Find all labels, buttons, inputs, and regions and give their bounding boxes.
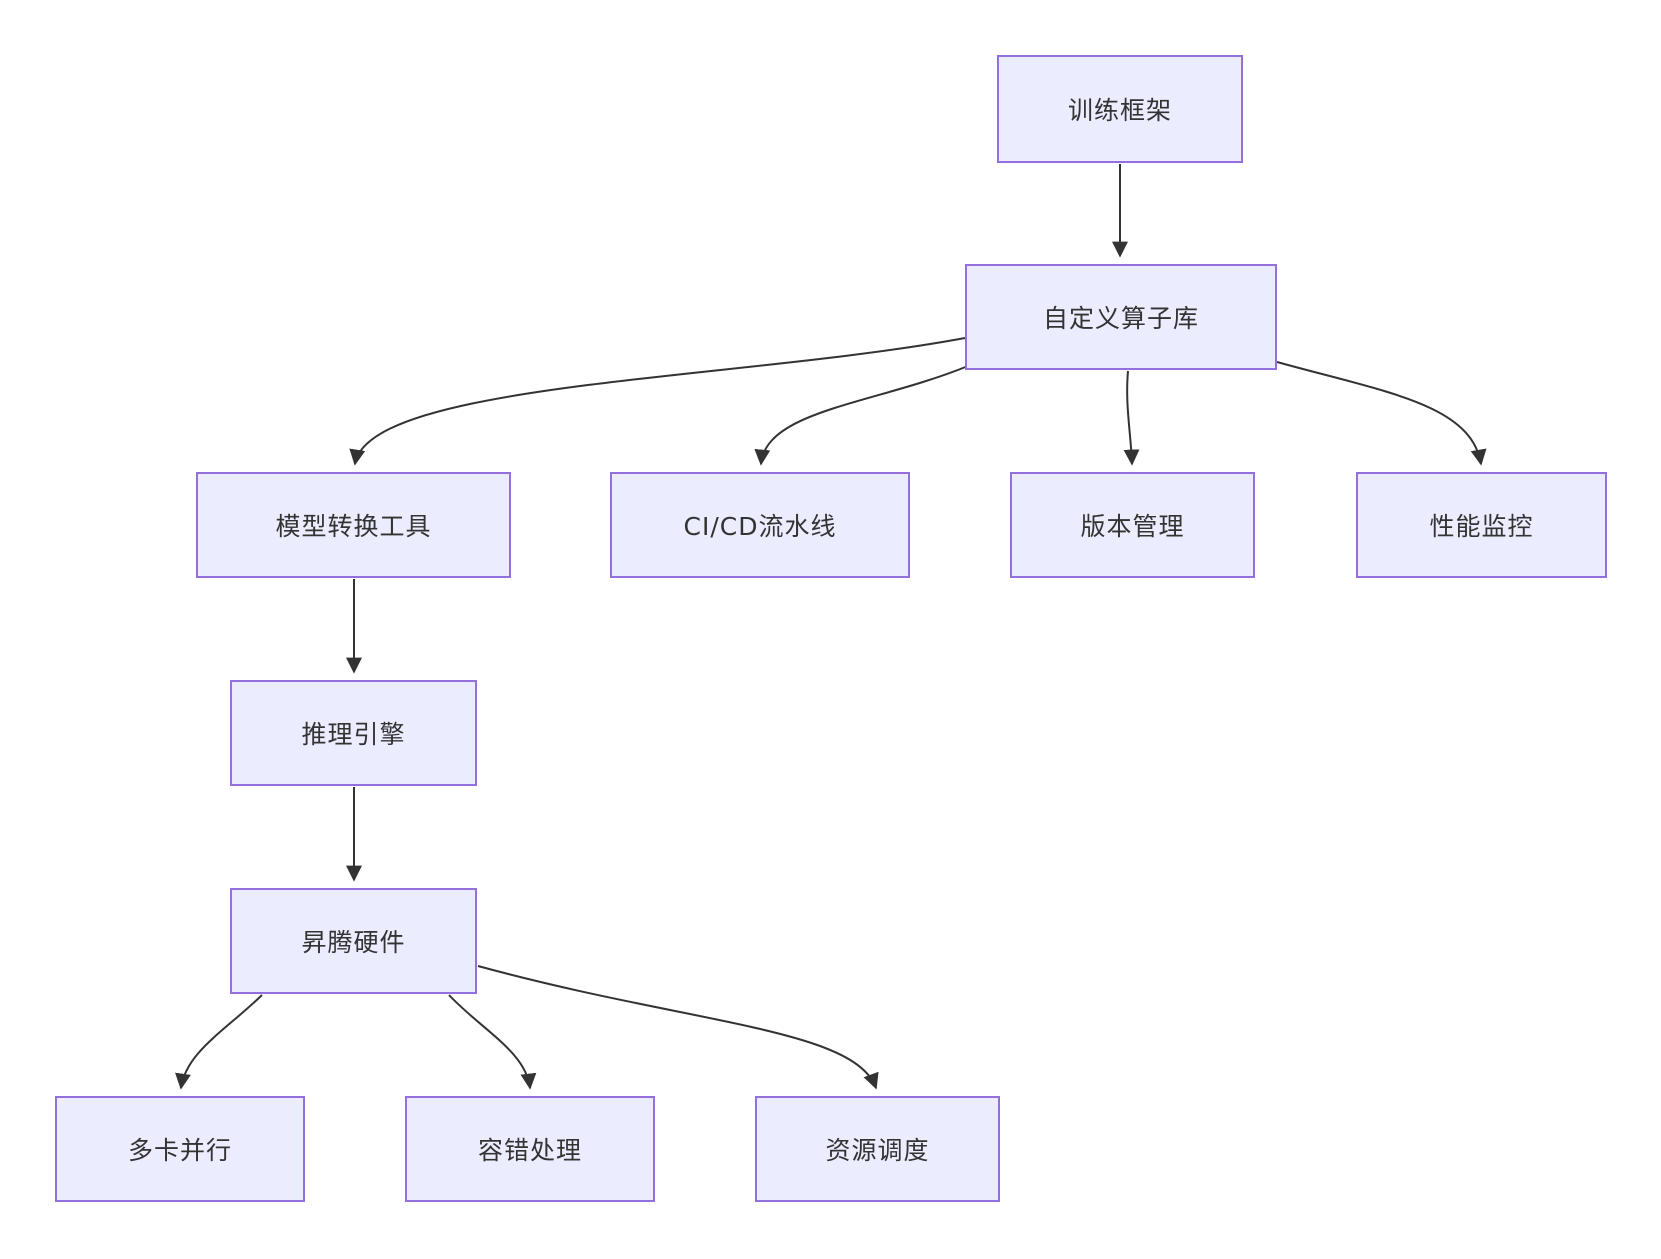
node-resource-scheduling: 资源调度 — [755, 1096, 1000, 1202]
node-label: 自定义算子库 — [1042, 304, 1199, 333]
edge-ops-to-version — [1123, 370, 1140, 466]
node-version-management: 版本管理 — [1010, 472, 1255, 578]
edge-ops-to-cicd — [754, 365, 969, 466]
edge-ascend-to-sched — [477, 965, 879, 1090]
node-label: CI/CD流水线 — [683, 512, 837, 541]
node-fault-tolerance: 容错处理 — [405, 1096, 655, 1202]
node-training-framework: 训练框架 — [997, 55, 1243, 163]
node-label: 多卡并行 — [127, 1136, 232, 1165]
node-multi-card-parallel: 多卡并行 — [55, 1096, 305, 1202]
edge-ops-to-perf — [1276, 361, 1487, 466]
edge-ops-to-convert — [349, 337, 966, 466]
node-performance-monitoring: 性能监控 — [1356, 472, 1607, 578]
node-label: 版本管理 — [1080, 512, 1185, 541]
node-ascend-hardware: 昇腾硬件 — [230, 888, 477, 994]
node-label: 推理引擎 — [301, 720, 406, 749]
node-inference-engine: 推理引擎 — [230, 680, 477, 786]
node-label: 昇腾硬件 — [301, 928, 406, 957]
edge-ascend-to-fault — [448, 994, 537, 1090]
node-custom-operator-library: 自定义算子库 — [965, 264, 1277, 370]
node-model-conversion-tool: 模型转换工具 — [196, 472, 511, 578]
node-label: 训练框架 — [1067, 96, 1172, 125]
node-cicd-pipeline: CI/CD流水线 — [610, 472, 910, 578]
edge-ascend-to-multicard — [175, 994, 263, 1090]
node-label: 模型转换工具 — [275, 512, 432, 541]
node-label: 性能监控 — [1429, 512, 1534, 541]
node-label: 容错处理 — [477, 1136, 582, 1165]
node-label: 资源调度 — [825, 1136, 930, 1165]
